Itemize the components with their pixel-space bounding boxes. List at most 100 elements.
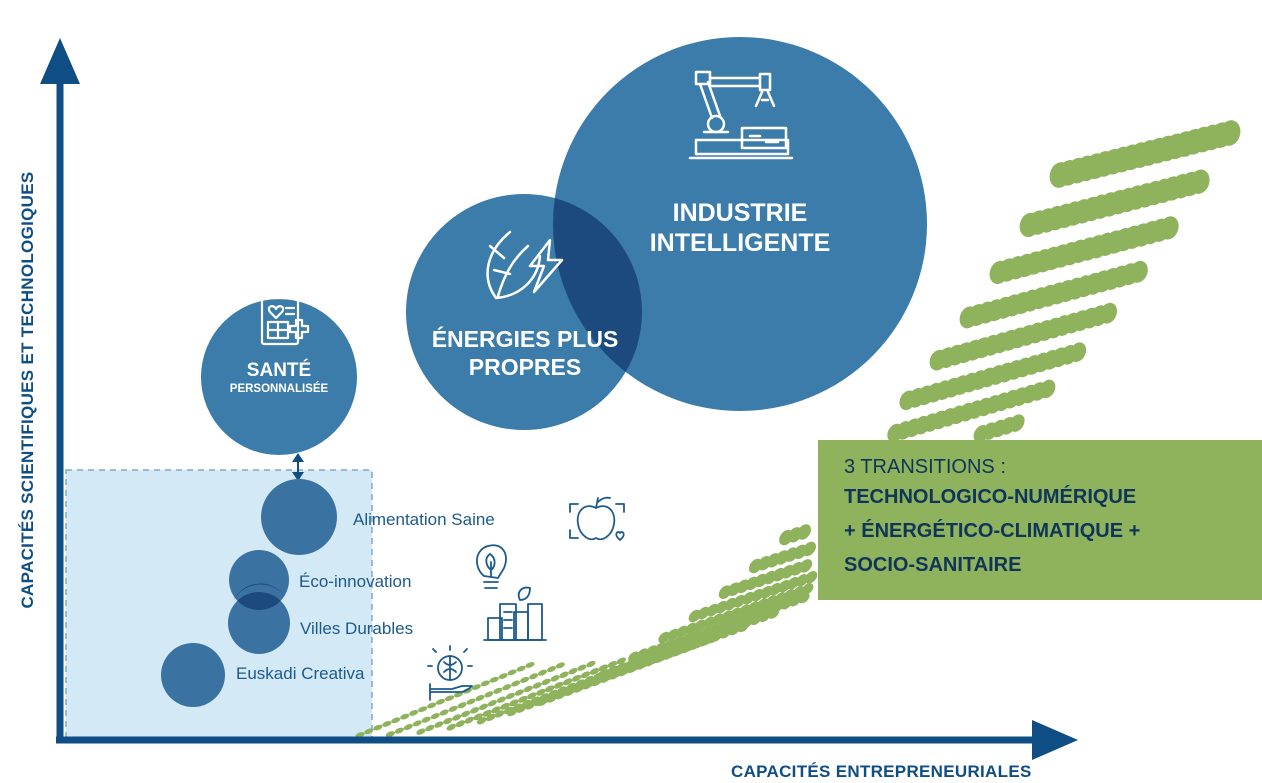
wave-dot — [733, 594, 746, 608]
wave-dot — [509, 699, 519, 707]
wave-dot — [1129, 260, 1148, 283]
apple-heart-icon — [569, 496, 625, 541]
wave-dot — [1099, 302, 1118, 324]
wave-dot — [658, 631, 671, 644]
connector-arrow — [292, 453, 304, 481]
wave-dot — [471, 684, 481, 690]
ecoinnovation-circle — [229, 550, 289, 610]
wave-dot — [355, 732, 365, 738]
alimentation-circle — [261, 479, 337, 555]
villes-circle — [228, 592, 290, 654]
wave-dot — [611, 665, 621, 674]
ecoinnovation-label: Éco-innovation — [299, 572, 412, 591]
wave-dot — [767, 608, 780, 619]
wave-dot — [527, 692, 537, 700]
wave-dot — [555, 662, 565, 669]
wave-dot — [620, 662, 630, 670]
wave-dot — [425, 724, 435, 732]
energies-label: ÉNERGIES PLUS PROPRES — [410, 325, 640, 381]
robot-arm-icon — [688, 70, 794, 160]
wave-dot — [742, 591, 755, 605]
wave-dot — [580, 671, 591, 679]
wave-dot — [593, 672, 603, 680]
wave-dot — [1069, 342, 1087, 363]
wave-dot — [529, 673, 539, 680]
wave-dot — [523, 685, 533, 693]
wave-dot — [444, 695, 455, 702]
wave-dot — [787, 576, 800, 590]
wave-dot — [575, 679, 586, 687]
leaf-lightning-icon — [486, 230, 564, 300]
wave-dot — [689, 641, 700, 650]
wave-dot — [559, 671, 569, 678]
wave-dot — [750, 615, 762, 626]
wave-dot — [715, 600, 728, 614]
wave-dot — [507, 669, 517, 676]
wave-dot — [464, 716, 474, 724]
wave-dot — [719, 629, 731, 639]
x-axis — [56, 720, 1078, 760]
wave-dot — [480, 680, 490, 687]
energies-label-line2: PROPRES — [468, 354, 582, 380]
wave-dot — [707, 634, 718, 644]
wave-dot — [364, 728, 374, 735]
wave-dot — [1189, 169, 1210, 194]
wave-dot — [584, 675, 594, 684]
wave-dot — [801, 583, 814, 595]
wave-dot — [421, 716, 431, 723]
wave-dot — [482, 709, 492, 717]
wave-dot — [498, 673, 508, 679]
medical-clipboard-icon — [260, 288, 310, 346]
wave-dot — [443, 717, 453, 725]
transitions-box: 3 TRANSITIONS : TECHNOLOGICO-NUMÉRIQUE +… — [818, 440, 1262, 600]
wave-dot — [418, 706, 428, 713]
wave-dot — [607, 660, 618, 668]
wave-dot — [677, 644, 688, 653]
wave-dot — [446, 723, 457, 731]
wave-dot — [751, 588, 764, 602]
euskadi-label: Euskadi Creativa — [236, 664, 365, 683]
wave-dot — [798, 592, 810, 604]
small-overlap — [237, 591, 281, 611]
wave-dot — [430, 713, 440, 720]
wave-dot — [688, 609, 701, 623]
wave-dot — [453, 691, 463, 698]
sante-label: SANTÉ PERSONNALISÉE — [203, 360, 355, 397]
wave-dot — [780, 598, 792, 610]
wave-dot — [566, 682, 577, 691]
wave-dot — [802, 541, 816, 557]
wave-dot — [394, 727, 404, 734]
wave-dot — [514, 689, 524, 696]
y-axis — [40, 38, 80, 740]
wave-dot — [758, 611, 771, 623]
wave-dot — [448, 705, 458, 712]
wave-dot — [409, 710, 419, 716]
wave-dot — [548, 689, 559, 698]
sante-circle — [201, 299, 357, 455]
wave-dot — [400, 713, 410, 720]
wave-dot — [562, 678, 573, 686]
industrie-label-line2: INTELLIGENTE — [649, 229, 831, 257]
wave-dot — [668, 647, 679, 656]
wave-dot — [769, 582, 782, 596]
wave-dot — [602, 669, 612, 677]
wave-dot — [466, 698, 476, 705]
lightbulb-leaf-icon — [476, 544, 507, 589]
wave-dot — [685, 622, 698, 635]
wave-dot — [434, 721, 444, 728]
circles-overlap — [553, 198, 642, 372]
wave-dot — [385, 731, 395, 738]
villes-label: Villes Durables — [300, 619, 414, 638]
wave-dot — [391, 717, 401, 724]
wave-dot — [667, 628, 680, 641]
wave-dot — [489, 676, 499, 683]
wave-dot — [461, 710, 471, 718]
wave-dot — [568, 668, 578, 675]
transitions-heading: 3 TRANSITIONS : — [844, 456, 1006, 478]
wave-dot — [577, 664, 587, 671]
sante-label-line1: SANTÉ — [246, 360, 312, 381]
wave-dot — [457, 702, 467, 709]
sante-label-line2: PERSONNALISÉE — [229, 383, 329, 395]
wave-dot — [532, 682, 542, 689]
wave-dot — [571, 674, 582, 682]
